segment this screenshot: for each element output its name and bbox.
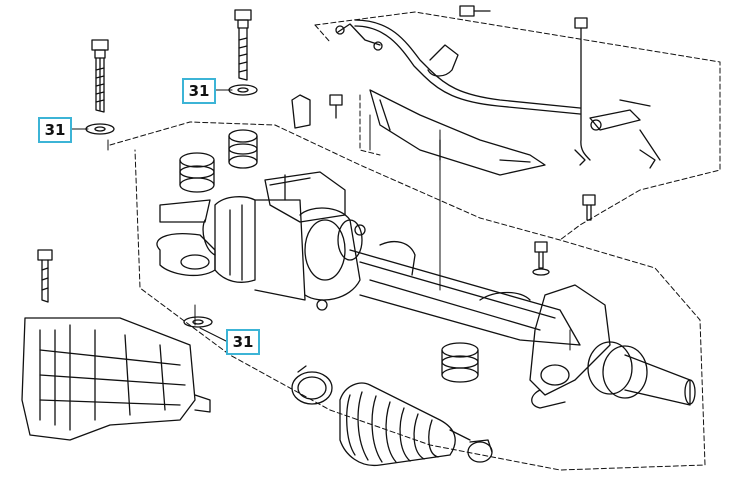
callout-31-lower[interactable]: 31 — [226, 329, 260, 355]
boot-clamp-large — [291, 365, 333, 405]
boot-clamp-small — [467, 439, 493, 463]
rack-bracket — [369, 89, 546, 176]
fluid-lines — [335, 5, 581, 115]
wiring-harness — [574, 17, 661, 169]
bushing-left — [179, 152, 215, 193]
bolt-upper — [234, 9, 252, 81]
washer-lower — [183, 316, 213, 328]
clip-small — [291, 94, 343, 129]
bolt-right-upper — [582, 194, 596, 221]
assembly-frame — [109, 11, 721, 471]
bolt-left — [91, 39, 109, 113]
bushing-upper — [228, 129, 258, 169]
bellows-boot — [339, 382, 471, 467]
callout-31-left[interactable]: 31 — [38, 117, 72, 143]
bushing-right — [441, 342, 479, 383]
bolt-right-mid — [532, 241, 550, 276]
heat-shield — [21, 317, 211, 441]
shield-bolt — [37, 249, 53, 303]
callout-31-upper[interactable]: 31 — [182, 78, 216, 104]
steering-rack — [156, 171, 696, 409]
leader-lines — [67, 89, 571, 351]
washer-left — [85, 123, 115, 135]
washer-upper — [228, 84, 258, 96]
